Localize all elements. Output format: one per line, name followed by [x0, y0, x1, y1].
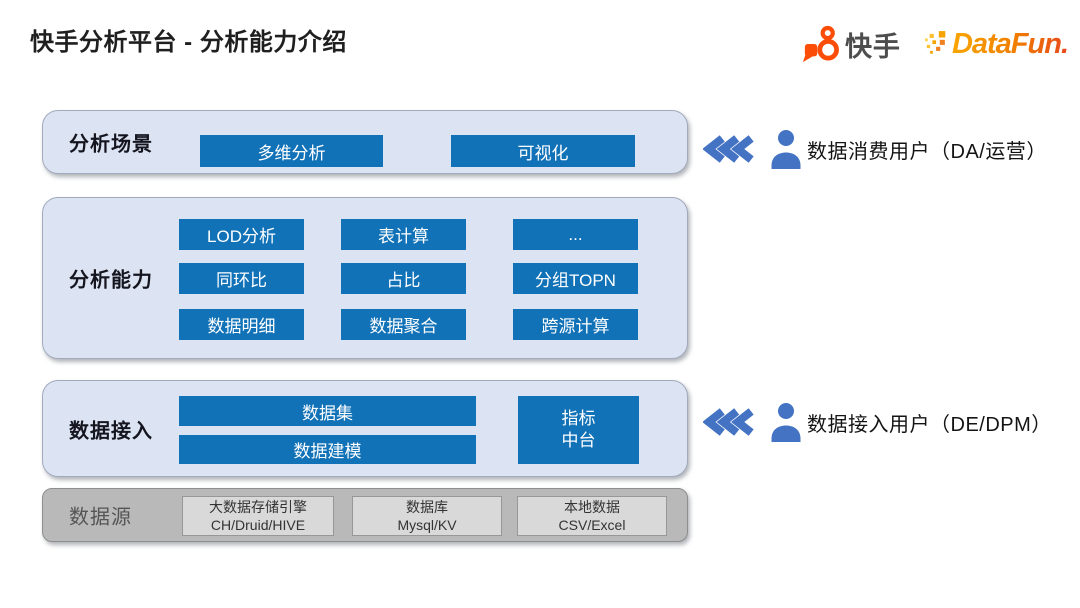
box-data-aggregation: 数据聚合: [341, 309, 466, 340]
source-line1: 本地数据: [564, 498, 620, 515]
box-local-data: 本地数据 CSV/Excel: [517, 496, 667, 536]
layer-data-sources-label: 数据源: [69, 506, 132, 529]
datafun-pixels-icon: [924, 31, 946, 54]
box-visualization: 可视化: [451, 135, 635, 167]
box-metric-center: 指标 中台: [518, 396, 639, 464]
layer-data-ingestion: 数据接入 数据集 数据建模 指标 中台: [42, 380, 688, 477]
triple-chevron-left-icon: [703, 408, 754, 436]
box-lod-analysis: LOD分析: [179, 219, 304, 250]
box-ellipsis: ...: [513, 219, 638, 250]
source-line2: Mysql/KV: [397, 517, 457, 533]
annotation-data-ingest: 数据接入用户（DE/DPM）: [703, 399, 1052, 445]
box-proportion: 占比: [341, 263, 466, 294]
datafun-logo: DataFun.: [924, 27, 1069, 61]
box-yoy-mom: 同环比: [179, 263, 304, 294]
source-line1: 大数据存储引擎: [209, 498, 307, 515]
box-data-modeling: 数据建模: [179, 435, 476, 464]
kuaishou-logo-text: 快手: [844, 31, 901, 62]
user-icon: [771, 130, 801, 169]
box-table-calc: 表计算: [341, 219, 466, 250]
box-dataset: 数据集: [179, 396, 476, 426]
box-cross-source-calc: 跨源计算: [513, 309, 638, 340]
logo-row: 快手 DataFun.: [802, 24, 1069, 64]
annotation-data-ingest-text: 数据接入用户（DE/DPM）: [807, 413, 1052, 436]
layer-data-sources: 数据源 大数据存储引擎 CH/Druid/HIVE 数据库 Mysql/KV 本…: [42, 488, 688, 542]
layer-analysis-capabilities: 分析能力 LOD分析 表计算 ... 同环比 占比 分组TOPN 数据明细 数据…: [42, 197, 688, 359]
source-line1: 数据库: [406, 498, 448, 515]
layer-data-ingestion-label: 数据接入: [69, 420, 153, 442]
kuaishou-camera-icon: [802, 25, 839, 63]
source-line2: CSV/Excel: [558, 517, 626, 533]
box-bigdata-storage-engine: 大数据存储引擎 CH/Druid/HIVE: [182, 496, 334, 536]
annotation-data-consumer: 数据消费用户（DA/运营）: [703, 126, 1047, 172]
layer-analysis-scenes-label: 分析场景: [69, 133, 153, 156]
box-database: 数据库 Mysql/KV: [352, 496, 502, 536]
box-multidim-analysis: 多维分析: [200, 135, 383, 167]
metric-center-line1: 指标: [561, 408, 596, 428]
datafun-logo-text: DataFun.: [951, 27, 1069, 60]
layer-analysis-scenes: 分析场景 多维分析 可视化: [42, 110, 688, 174]
user-icon: [771, 403, 801, 442]
metric-center-line2: 中台: [561, 431, 596, 450]
source-line2: CH/Druid/HIVE: [210, 517, 306, 533]
kuaishou-logo: 快手: [802, 24, 901, 64]
box-data-detail: 数据明细: [179, 309, 304, 340]
annotation-data-consumer-text: 数据消费用户（DA/运营）: [807, 140, 1047, 163]
layer-analysis-capabilities-label: 分析能力: [69, 269, 153, 292]
triple-chevron-left-icon: [703, 135, 754, 163]
page-title: 快手分析平台 - 分析能力介绍: [30, 29, 347, 56]
box-group-topn: 分组TOPN: [513, 263, 638, 294]
